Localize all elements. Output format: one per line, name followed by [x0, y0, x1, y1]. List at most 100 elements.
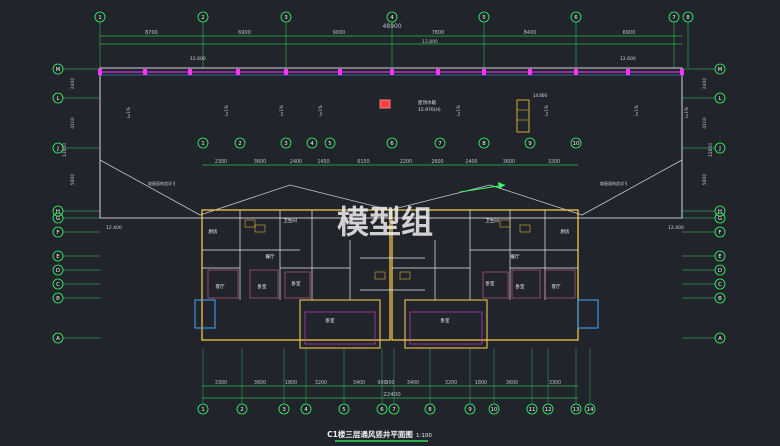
right-axis-bubble: E [714, 250, 726, 262]
right-axis-bubble: C [714, 278, 726, 290]
left-vdim: 4100 [70, 117, 76, 129]
right-axis-bubble: L [714, 92, 726, 104]
inner-axis-bubble: 2 [234, 137, 246, 149]
bottom-dim-text: 3200 [315, 380, 327, 386]
bottom-dim-text: 3300 [215, 380, 227, 386]
inner-axis-bubble: 7 [434, 137, 446, 149]
room-label: 卧室 [326, 317, 335, 324]
right-axis-bubble: D [714, 264, 726, 276]
inner-axis-bubble: 6 [386, 137, 398, 149]
left-axis-bubble: B [52, 292, 64, 304]
room-label: 卧室 [441, 317, 450, 324]
column-marker [338, 69, 342, 75]
top-dim-text: 8700 [145, 30, 158, 36]
slope-note: i=1% [456, 105, 461, 116]
column-marker [482, 69, 486, 75]
bottom-axis-bubble: 4 [300, 403, 312, 415]
slope-note: i=1% [544, 105, 549, 116]
right-axis-bubble: M [714, 63, 726, 75]
room-label: 卫生间 [485, 217, 499, 224]
axis-label: C [718, 282, 722, 288]
floor-plan-body [194, 209, 599, 349]
inner-dim-text: 3600 [503, 159, 515, 165]
axis-label: 5 [342, 407, 346, 413]
axis-label: L [718, 96, 722, 102]
axis-label: 8 [686, 15, 690, 21]
axis-label: 1 [201, 407, 205, 413]
axis-label: 5 [482, 15, 486, 21]
roof-tank-level: 15.970(H) [418, 107, 441, 113]
axis-label: D [718, 268, 722, 274]
inner-axis-bubble: 10 [570, 137, 582, 149]
inner-dim-text: 3200 [548, 159, 560, 165]
axis-label: J [718, 146, 721, 152]
axis-label: G [56, 216, 60, 222]
top-axis-bubble: 2 [197, 11, 209, 23]
eave-note-right: 坡屋面构造详 § [600, 180, 627, 186]
level-top-left: 12.600 [190, 56, 206, 62]
right-total-vdim: 12800 [708, 143, 714, 157]
left-axis-bubble: C [52, 278, 64, 290]
roof-outline [98, 67, 684, 219]
column-marker [528, 69, 532, 75]
axis-label: L [56, 96, 60, 102]
bottom-total-dim: 22400 [383, 392, 401, 398]
drawing-title: C1楼三层通风竖井平面图 [327, 429, 413, 439]
bottom-axis-bubble: 7 [388, 403, 400, 415]
left-axis-bubble: L [52, 92, 64, 104]
inner-dim-text: 2400 [290, 159, 302, 165]
axis-label: M [56, 67, 61, 73]
room-labels: 客厅卧室卧室厨房卫生间餐厅卧室客厅卧室卧室厨房卫生间餐厅卧室 [209, 217, 570, 324]
axis-label: 6 [574, 15, 578, 21]
axis-label: 6 [390, 141, 394, 147]
axis-label: 1 [98, 15, 102, 21]
roof-tank: 屋顶水箱 15.970(H) [379, 99, 441, 113]
inner-dim-text: 3600 [254, 159, 266, 165]
axis-label: 6 [380, 407, 384, 413]
drawing-scale: 1:100 [416, 433, 432, 439]
axis-label: 4 [310, 141, 314, 147]
room-label: 厨房 [561, 228, 570, 235]
axis-label: 8 [428, 407, 432, 413]
axis-label: D [56, 268, 60, 274]
drawing-title-block: C1楼三层通风竖井平面图 1:100 [327, 429, 432, 442]
axis-label: E [718, 254, 722, 260]
roof-slope-notes: i=1%i=1%i=1%i=1%i=1%i=1%i=1%i=1% [126, 105, 689, 118]
room-label: 卧室 [516, 283, 525, 290]
bottom-dim-text: 3400 [353, 380, 365, 386]
axis-label: H [56, 209, 60, 215]
axis-label: F [56, 230, 59, 236]
left-axis-bubble: J [52, 142, 64, 154]
top-dim-text: 6900 [623, 30, 636, 36]
column-marker [98, 69, 102, 75]
top-axis-bubble: 7 [668, 11, 680, 23]
inner-axis-bubble: 5 [324, 137, 336, 149]
bottom-dim-text: 3300 [549, 380, 561, 386]
axis-label: 9 [468, 407, 472, 413]
inner-axis-bubble: 9 [524, 137, 536, 149]
column-marker [188, 69, 192, 75]
left-vdim: 2400 [70, 78, 76, 90]
room-label: 卫生间 [283, 217, 297, 224]
axis-label: E [56, 254, 60, 260]
bottom-dim-text: 3600 [506, 380, 518, 386]
bottom-axis-bubble: 13 [570, 403, 582, 415]
bottom-axis-bubble: 2 [236, 403, 248, 415]
level-top-right: 12.600 [620, 56, 636, 62]
column-marker [390, 69, 394, 75]
inner-dim-text: 2400 [465, 159, 477, 165]
roof-column-markers [98, 69, 684, 75]
top-axis-bubble: 6 [570, 11, 582, 23]
bottom-dim-text: 3400 [407, 380, 419, 386]
eave-note-left: 坡屋面构造详 § [148, 180, 175, 186]
slope-note: i=1% [279, 105, 284, 116]
top-total-dim: 48900 [382, 23, 401, 30]
axis-label: 11 [529, 407, 536, 413]
left-axis-bubble: M [52, 63, 64, 75]
bottom-axis-bubble: 3 [278, 403, 290, 415]
room-label: 餐厅 [266, 253, 275, 260]
